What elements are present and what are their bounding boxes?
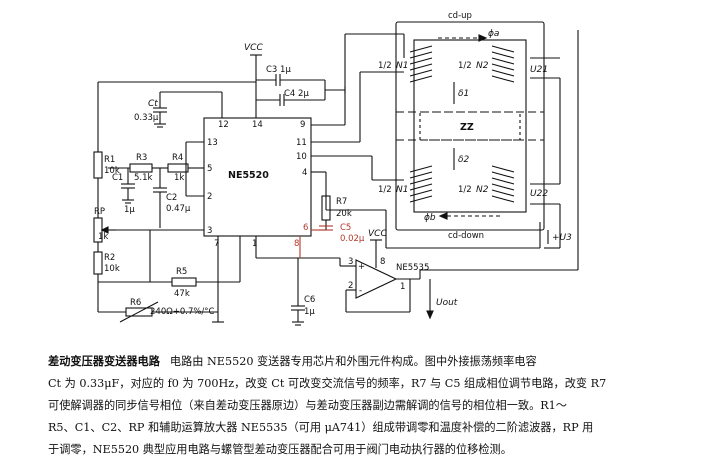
r2-resistor [93, 251, 103, 275]
vcc2-label: VCC [368, 229, 387, 239]
rp-label: RP [94, 207, 105, 217]
pin6-label: 6 [303, 223, 308, 233]
pin12-label: 12 [218, 120, 229, 130]
uout-label: Uout [436, 298, 458, 308]
r4-value: 1k [174, 173, 184, 183]
pin1-label: 1 [252, 239, 257, 249]
coil-n2-bottom [491, 165, 515, 203]
phi-a-label: ϕa [488, 29, 499, 39]
ne5535-opamp [355, 259, 398, 299]
ct-label: Ct [148, 99, 158, 109]
c5-label: C5 [340, 223, 351, 233]
r4-label: R4 [172, 153, 183, 163]
u22-label: U22 [530, 189, 548, 199]
core-outer [395, 21, 545, 231]
pin14-label: 14 [252, 120, 263, 130]
r3-label: R3 [136, 153, 147, 163]
r2-value: 10k [104, 264, 120, 274]
ic-name-label: NE5520 [228, 170, 269, 181]
pin3-label: 3 [207, 226, 212, 236]
r5-value: 47k [174, 289, 190, 299]
c6-label: C6 [304, 295, 315, 305]
vcc1-label: VCC [244, 43, 263, 53]
r6-value: 240Ω+0.7%/°C [150, 307, 215, 317]
pin4-label: 4 [302, 168, 307, 178]
c2-label: C2 [166, 193, 177, 203]
caption-line-1: 电路由 NE5520 变送器专用芯片和外围元件构成。图中外接振荡频率电容 [169, 355, 537, 368]
zz-label: ZZ [460, 122, 474, 133]
opamp-name-label: NE5535 [396, 263, 429, 273]
r1-value: 10k [104, 166, 120, 176]
opamp-pin2: 2 [348, 281, 353, 291]
r4-resistor [167, 163, 189, 173]
opamp-pin8: 8 [380, 257, 385, 267]
c1-label: C1 [112, 173, 123, 183]
half-top-left: 1/2 [378, 61, 392, 71]
half-top-right: 1/2 [458, 61, 472, 71]
figure-caption: 差动变压器变送器电路电路由 NE5520 变送器专用芯片和外围元件构成。图中外接… [48, 350, 688, 461]
r3-value: 5.1k [134, 173, 153, 183]
pin9-label: 9 [300, 120, 305, 130]
delta2-label: δ2 [458, 155, 470, 165]
core-inner [413, 39, 527, 213]
r3-resistor [129, 163, 153, 173]
pin2-label: 2 [207, 192, 212, 202]
opamp-plus: + [358, 262, 365, 272]
half-bottom-left: 1/2 [378, 185, 392, 195]
caption-title: 差动变压器变送器电路 [48, 354, 160, 368]
caption-line-4: R5、C1、C2、RP 和辅助运算放大器 NE5535（可用 μA741）组成带… [48, 421, 594, 434]
c3-label: C3 1μ [266, 65, 291, 75]
opamp-pin1: 1 [400, 282, 405, 292]
n2-bottom-label: N2 [476, 185, 489, 195]
pin5-label: 5 [207, 164, 212, 174]
rp-value: 1k [98, 232, 108, 242]
pin8-label: 8 [294, 239, 299, 249]
r1-resistor [93, 151, 103, 179]
phi-b-label: ϕb [424, 213, 436, 223]
half-bottom-right: 1/2 [458, 185, 472, 195]
u3-label: +U3 [552, 233, 572, 243]
pin10-label: 10 [296, 152, 307, 162]
n1-bottom-label: N1 [396, 185, 408, 195]
r6-label: R6 [130, 298, 141, 308]
r1-label: R1 [104, 155, 115, 165]
n2-top-label: N2 [476, 61, 489, 71]
u21-label: U21 [530, 65, 548, 75]
c6-value: 1μ [304, 307, 315, 317]
coil-n1-top [409, 45, 433, 83]
r7-label: R7 [336, 197, 347, 207]
pin13-label: 13 [207, 138, 218, 148]
c4-label: C4 2μ [284, 89, 309, 99]
coil-n2-top [491, 45, 515, 83]
cd-up-label: cd-up [448, 11, 472, 21]
caption-line-2: Ct 为 0.33μF，对应的 f0 为 700Hz，改变 Ct 可改变交流信号… [48, 377, 607, 390]
caption-line-3: 可使解调器的同步信号相位（来自差动变压器原边）与差动变压器副边需解调的信号的相位… [48, 399, 567, 412]
c1-value: 1μ [124, 205, 135, 215]
pin11-label: 11 [296, 138, 307, 148]
caption-line-5: 于调零，NE5520 典型应用电路与螺管型差动变压器配合可用于阀门电动执行器的位… [48, 443, 512, 456]
pin7-label: 7 [214, 239, 219, 249]
n1-top-label: N1 [396, 61, 408, 71]
r2-label: R2 [104, 253, 115, 263]
delta1-label: δ1 [458, 89, 469, 99]
cd-down-label: cd-down [448, 231, 484, 241]
c5-value: 0.02μ [340, 234, 365, 244]
circuit-schematic: NE5520 12 14 13 5 2 3 7 1 9 11 10 4 6 8 … [93, 11, 579, 326]
ct-value: 0.33μ [134, 113, 159, 123]
ne5520-ic-body [203, 117, 312, 237]
opamp-minus: - [359, 286, 362, 296]
coil-n1-bottom [409, 165, 433, 203]
r5-label: R5 [176, 267, 187, 277]
zz-plunger [419, 111, 521, 141]
r5-resistor [171, 277, 197, 287]
opamp-pin3: 3 [348, 257, 353, 267]
c2-value: 0.47μ [166, 204, 191, 214]
r7-value: 20k [336, 209, 352, 219]
